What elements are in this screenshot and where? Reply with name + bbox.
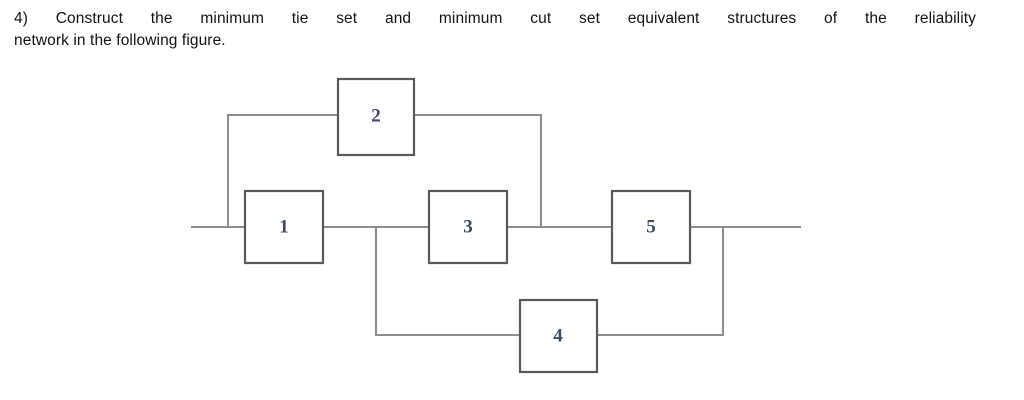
block-2[interactable]: 2	[336, 77, 416, 157]
block-1-rect[interactable]	[243, 189, 325, 265]
question-line-1: 4) Construct the minimum tie set and min…	[14, 10, 976, 27]
block-5[interactable]: 5	[610, 189, 692, 265]
block-2-rect[interactable]	[336, 77, 416, 157]
question-text-block: 4) Construct the minimum tie set and min…	[14, 8, 976, 52]
reliability-network-diagram: 1 2 3 4 5	[0, 55, 1024, 400]
block-3-label: 3	[463, 216, 473, 237]
block-1[interactable]: 1	[243, 189, 325, 265]
block-1-label: 1	[279, 216, 289, 237]
block-4-rect[interactable]	[518, 298, 599, 374]
question-line-2: network in the following figure.	[14, 32, 226, 49]
block-5-label: 5	[646, 216, 656, 237]
block-4-label: 4	[553, 325, 563, 346]
block-group: 1 2 3 4 5	[243, 77, 692, 374]
block-3[interactable]: 3	[427, 189, 509, 265]
block-2-label: 2	[371, 105, 381, 126]
block-5-rect[interactable]	[610, 189, 692, 265]
block-4[interactable]: 4	[518, 298, 599, 374]
wire-group	[190, 113, 802, 337]
block-3-rect[interactable]	[427, 189, 509, 265]
